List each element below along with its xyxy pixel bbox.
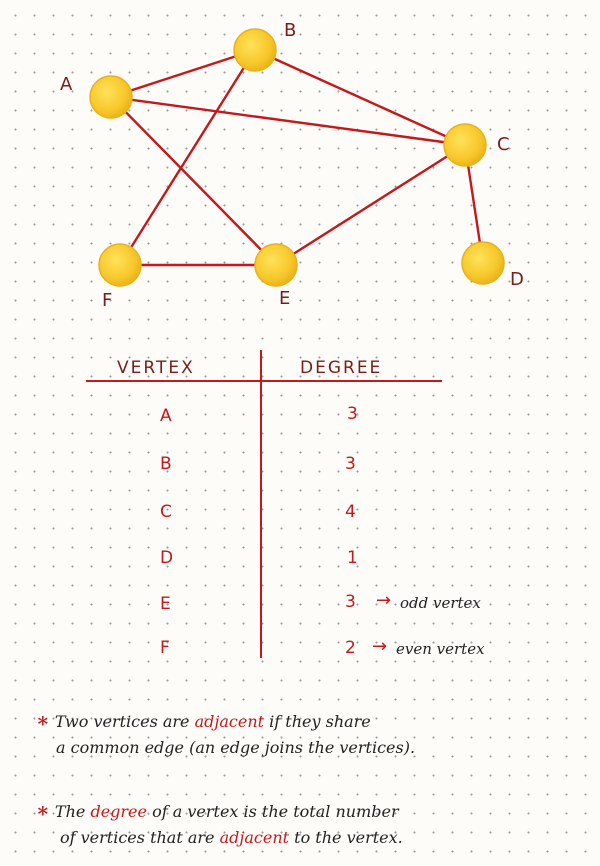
degree-cell: 3 xyxy=(347,404,358,424)
degree-cell: 2 xyxy=(345,638,356,658)
vertex-label-a: A xyxy=(60,74,73,95)
note-text: Two vertices are xyxy=(54,712,195,731)
adjacent-note-line-2: a common edge (an edge joins the vertice… xyxy=(56,738,416,757)
degree-column-header: DEGREE xyxy=(300,358,383,378)
vertex-label-d: D xyxy=(510,269,524,290)
vertex-label-c: C xyxy=(497,134,510,155)
adjacent-note-line-1: ∗ Two vertices are adjacent if they shar… xyxy=(36,710,371,730)
vertex-a xyxy=(89,75,133,119)
edge-a-c xyxy=(109,95,467,147)
degree-cell: 1 xyxy=(347,548,358,568)
term-adjacent: adjacent xyxy=(194,712,265,731)
degree-cell: 3 xyxy=(345,454,356,474)
edge-a-b xyxy=(109,48,257,99)
term-degree: degree xyxy=(90,802,147,821)
vertex-f xyxy=(98,243,142,287)
degree-note-line-1: ∗ The degree of a vertex is the total nu… xyxy=(36,800,399,820)
note-text: The xyxy=(54,802,91,821)
vertex-cell: F xyxy=(160,638,170,658)
term-adjacent: adjacent xyxy=(219,828,290,847)
edge-a-e xyxy=(109,95,278,267)
table-column-divider xyxy=(260,350,262,658)
vertex-e xyxy=(254,243,298,287)
degree-cell: 3 xyxy=(345,592,356,612)
edge-e-c xyxy=(274,143,467,267)
note-text: of a vertex is the total number xyxy=(147,802,399,821)
note-text: to the vertex. xyxy=(289,828,403,847)
vertex-d xyxy=(461,241,505,285)
graph-diagram xyxy=(89,28,505,287)
right-arrow-icon: → xyxy=(376,590,392,611)
vertex-cell: D xyxy=(160,548,174,568)
asterisk-icon: ∗ xyxy=(36,798,50,822)
degree-note-line-2: of vertices that are adjacent to the ver… xyxy=(60,830,403,846)
graph-vertices xyxy=(89,28,505,287)
asterisk-icon: ∗ xyxy=(36,708,50,732)
vertex-cell: A xyxy=(160,406,172,426)
vertex-cell: C xyxy=(160,502,172,522)
degree-cell: 4 xyxy=(345,502,356,522)
table-header-rule xyxy=(86,380,442,382)
edge-b-c xyxy=(253,48,467,147)
graph-edges xyxy=(109,48,485,267)
vertex-cell: B xyxy=(160,454,172,474)
vertex-label-e: E xyxy=(279,288,291,309)
vertex-c xyxy=(443,123,487,167)
vertex-b xyxy=(233,28,277,72)
vertex-label-f: F xyxy=(102,290,113,311)
vertex-column-header: VERTEX xyxy=(117,358,195,378)
note-text: if they share xyxy=(264,712,371,731)
right-arrow-icon: → xyxy=(372,636,388,657)
even-vertex-annotation: even vertex xyxy=(396,640,485,658)
edge-b-f xyxy=(118,48,257,267)
vertex-label-b: B xyxy=(284,20,297,41)
note-text: of vertices that are xyxy=(60,828,220,847)
vertex-cell: E xyxy=(160,594,171,614)
odd-vertex-annotation: odd vertex xyxy=(400,594,481,612)
